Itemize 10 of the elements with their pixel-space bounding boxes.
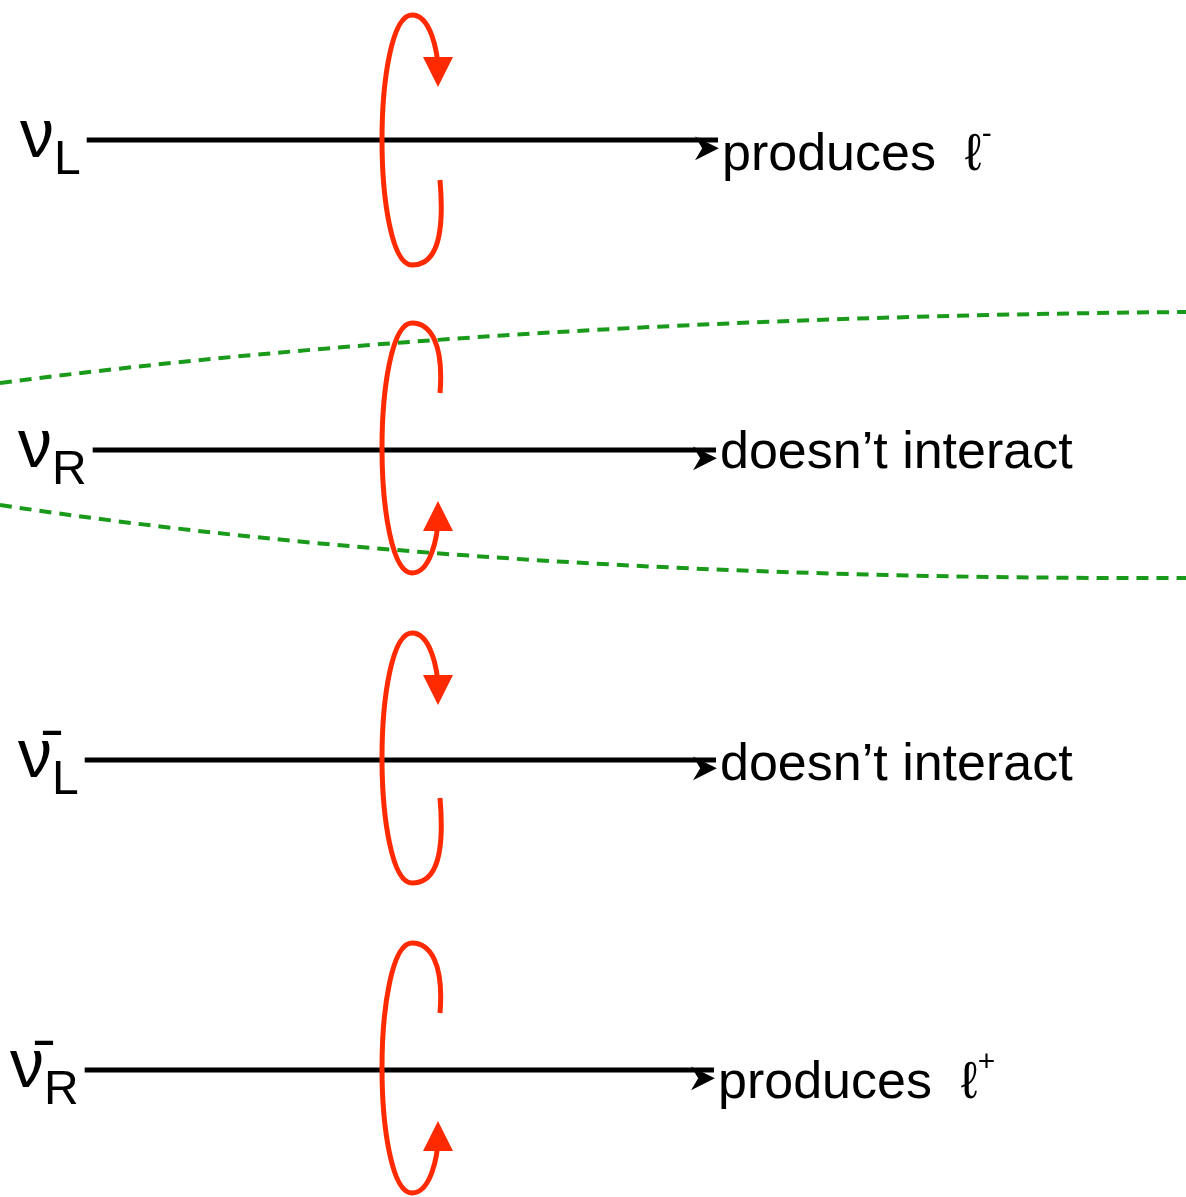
arrow — [92, 446, 717, 471]
outcome-label: doesn’t interact — [720, 424, 1073, 476]
particle-symbol: ν̄$_{L}$ — [18, 718, 79, 802]
particle-symbol: ν$_{L}$ — [20, 98, 81, 182]
particle-symbol: ν̄$_{R}$ — [10, 1028, 79, 1112]
arrow — [86, 136, 719, 161]
arrow — [84, 1066, 715, 1091]
outcome-label: doesn’t interact — [720, 736, 1073, 788]
arrow — [84, 756, 717, 781]
particle-symbol: ν$_{R}$ — [18, 408, 87, 492]
